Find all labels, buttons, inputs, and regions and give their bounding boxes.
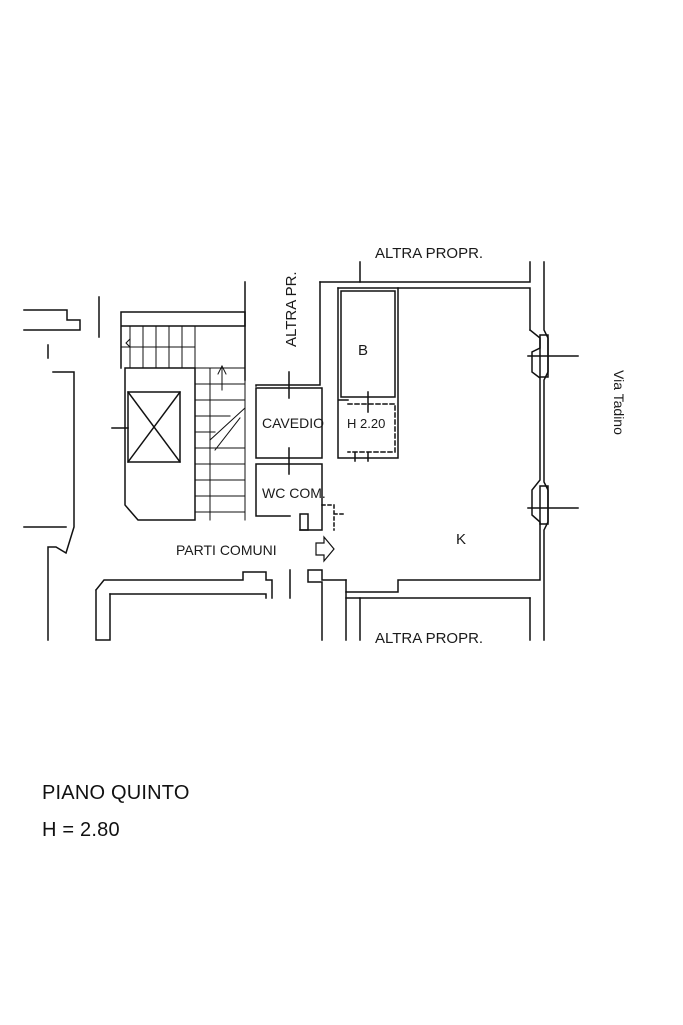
entrance-arrow-icon [315,535,335,563]
lift-shaft [124,367,196,521]
left-wall-fragment-top [23,309,81,331]
bathroom-label: B [358,342,368,359]
wc-outline [255,463,323,531]
floor-title: PIANO QUINTO [42,782,190,804]
apartment-north-wall [337,287,531,331]
south-neighbor-label: ALTRA PROPR. [375,630,483,647]
stair-treads [120,325,246,521]
stair-enclosure [120,311,246,369]
floor-height: H = 2.80 [42,819,120,841]
window-2 [539,485,549,525]
ceiling-height-label: H 2.20 [347,416,385,431]
wc-common-label: WC COM. [262,485,326,501]
bathroom-outline [337,287,399,459]
street-label: Via Tadino [611,370,627,435]
common-parts-label: PARTI COMUNI [176,542,277,558]
lift-cabin [127,391,181,463]
kitchen-label: K [456,531,466,548]
north-neighbor-label: ALTRA PROPR. [375,245,483,262]
west-neighbor-label: ALTRA PR. [283,271,300,347]
south-wall [307,569,347,641]
left-wall-fragment [47,371,75,641]
west-neighbor-wall-right [255,281,321,387]
street-facade [345,328,541,593]
cavedio-label: CAVEDIO [262,415,324,431]
